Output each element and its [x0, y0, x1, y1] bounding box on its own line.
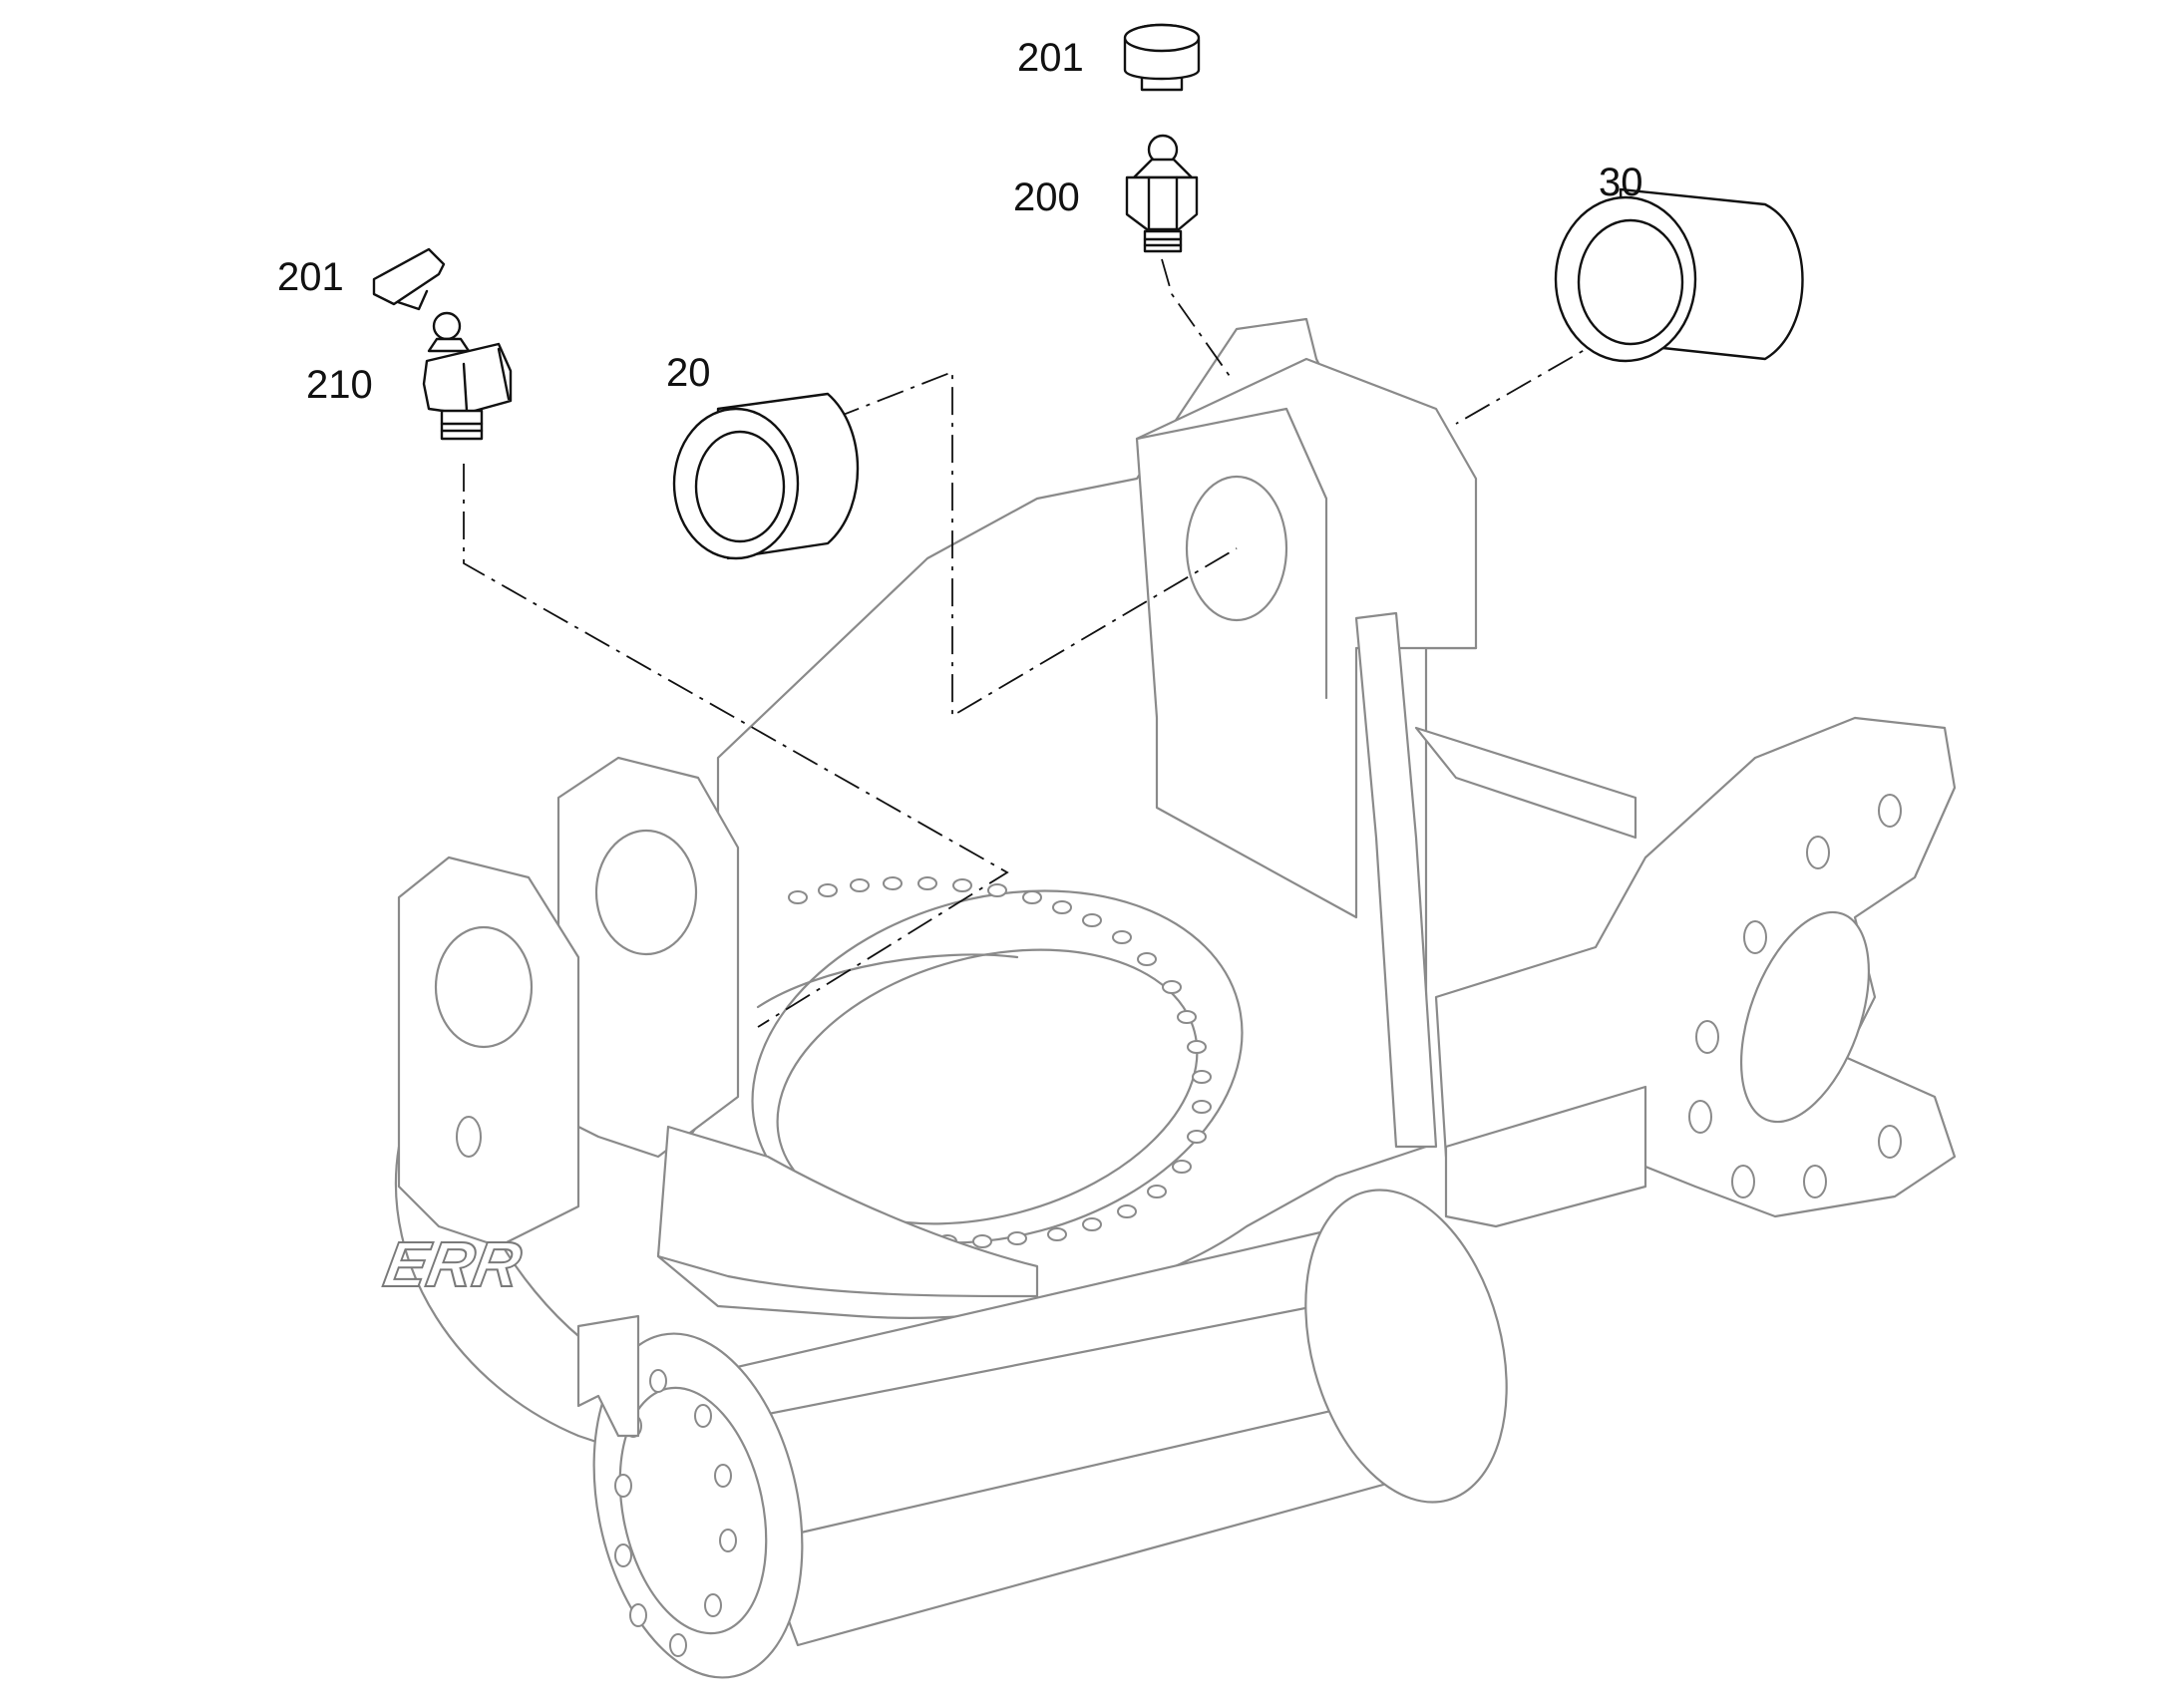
right-arm-opening: [1739, 910, 1871, 1124]
left-yoke-front-bore: [434, 925, 534, 1049]
leader-200: [1161, 258, 1233, 380]
roller-cap-bolts: [614, 1369, 737, 1657]
right-lower-step: [1444, 1085, 1647, 1228]
part-30-bushing: [1554, 187, 1804, 363]
bearing-ring-outer: [751, 889, 1244, 1244]
part-20-bushing: [672, 392, 860, 560]
part-201-left-cap: [372, 247, 446, 311]
roller-left-cap-inner: [618, 1386, 768, 1635]
label-20: 20: [666, 351, 711, 395]
part-210-angled-nipple: [422, 311, 513, 441]
ring-inner-lip: [756, 953, 1019, 1009]
roller-right-cap: [1304, 1189, 1508, 1504]
bearing-ring-inner: [776, 948, 1199, 1225]
part-200-grease-nipple: [1125, 134, 1199, 253]
right-crossbar: [1414, 726, 1637, 840]
roller-left-bracket: [576, 1314, 640, 1438]
right-arm-holes: [1688, 794, 1902, 1198]
label-30: 30: [1599, 161, 1643, 204]
left-yoke-plate-front: [397, 855, 580, 1248]
roller-body-line-2: [786, 1394, 1398, 1537]
tower-top-edge: [1135, 407, 1328, 700]
logo-text: ERR: [379, 1228, 527, 1299]
left-yoke-plate-rear: [556, 756, 740, 1159]
left-yoke-small-hole: [456, 1116, 482, 1158]
part-201-top-cap: [1123, 23, 1201, 92]
ring-bolt-holes: [788, 876, 1212, 1248]
leader-20: [832, 370, 1238, 718]
label-201-left: 201: [277, 255, 344, 299]
label-200: 200: [1013, 175, 1080, 219]
leader-210: [463, 464, 1009, 1028]
frame-body: ERR: [378, 317, 1957, 1679]
roller-body-line-1: [756, 1294, 1368, 1418]
label-201-top: 201: [1017, 36, 1084, 80]
logo-plate: [656, 1125, 1039, 1298]
tower-side-rib: [1354, 611, 1438, 1149]
label-210: 210: [306, 363, 373, 407]
left-yoke-rear-bore: [594, 829, 698, 956]
